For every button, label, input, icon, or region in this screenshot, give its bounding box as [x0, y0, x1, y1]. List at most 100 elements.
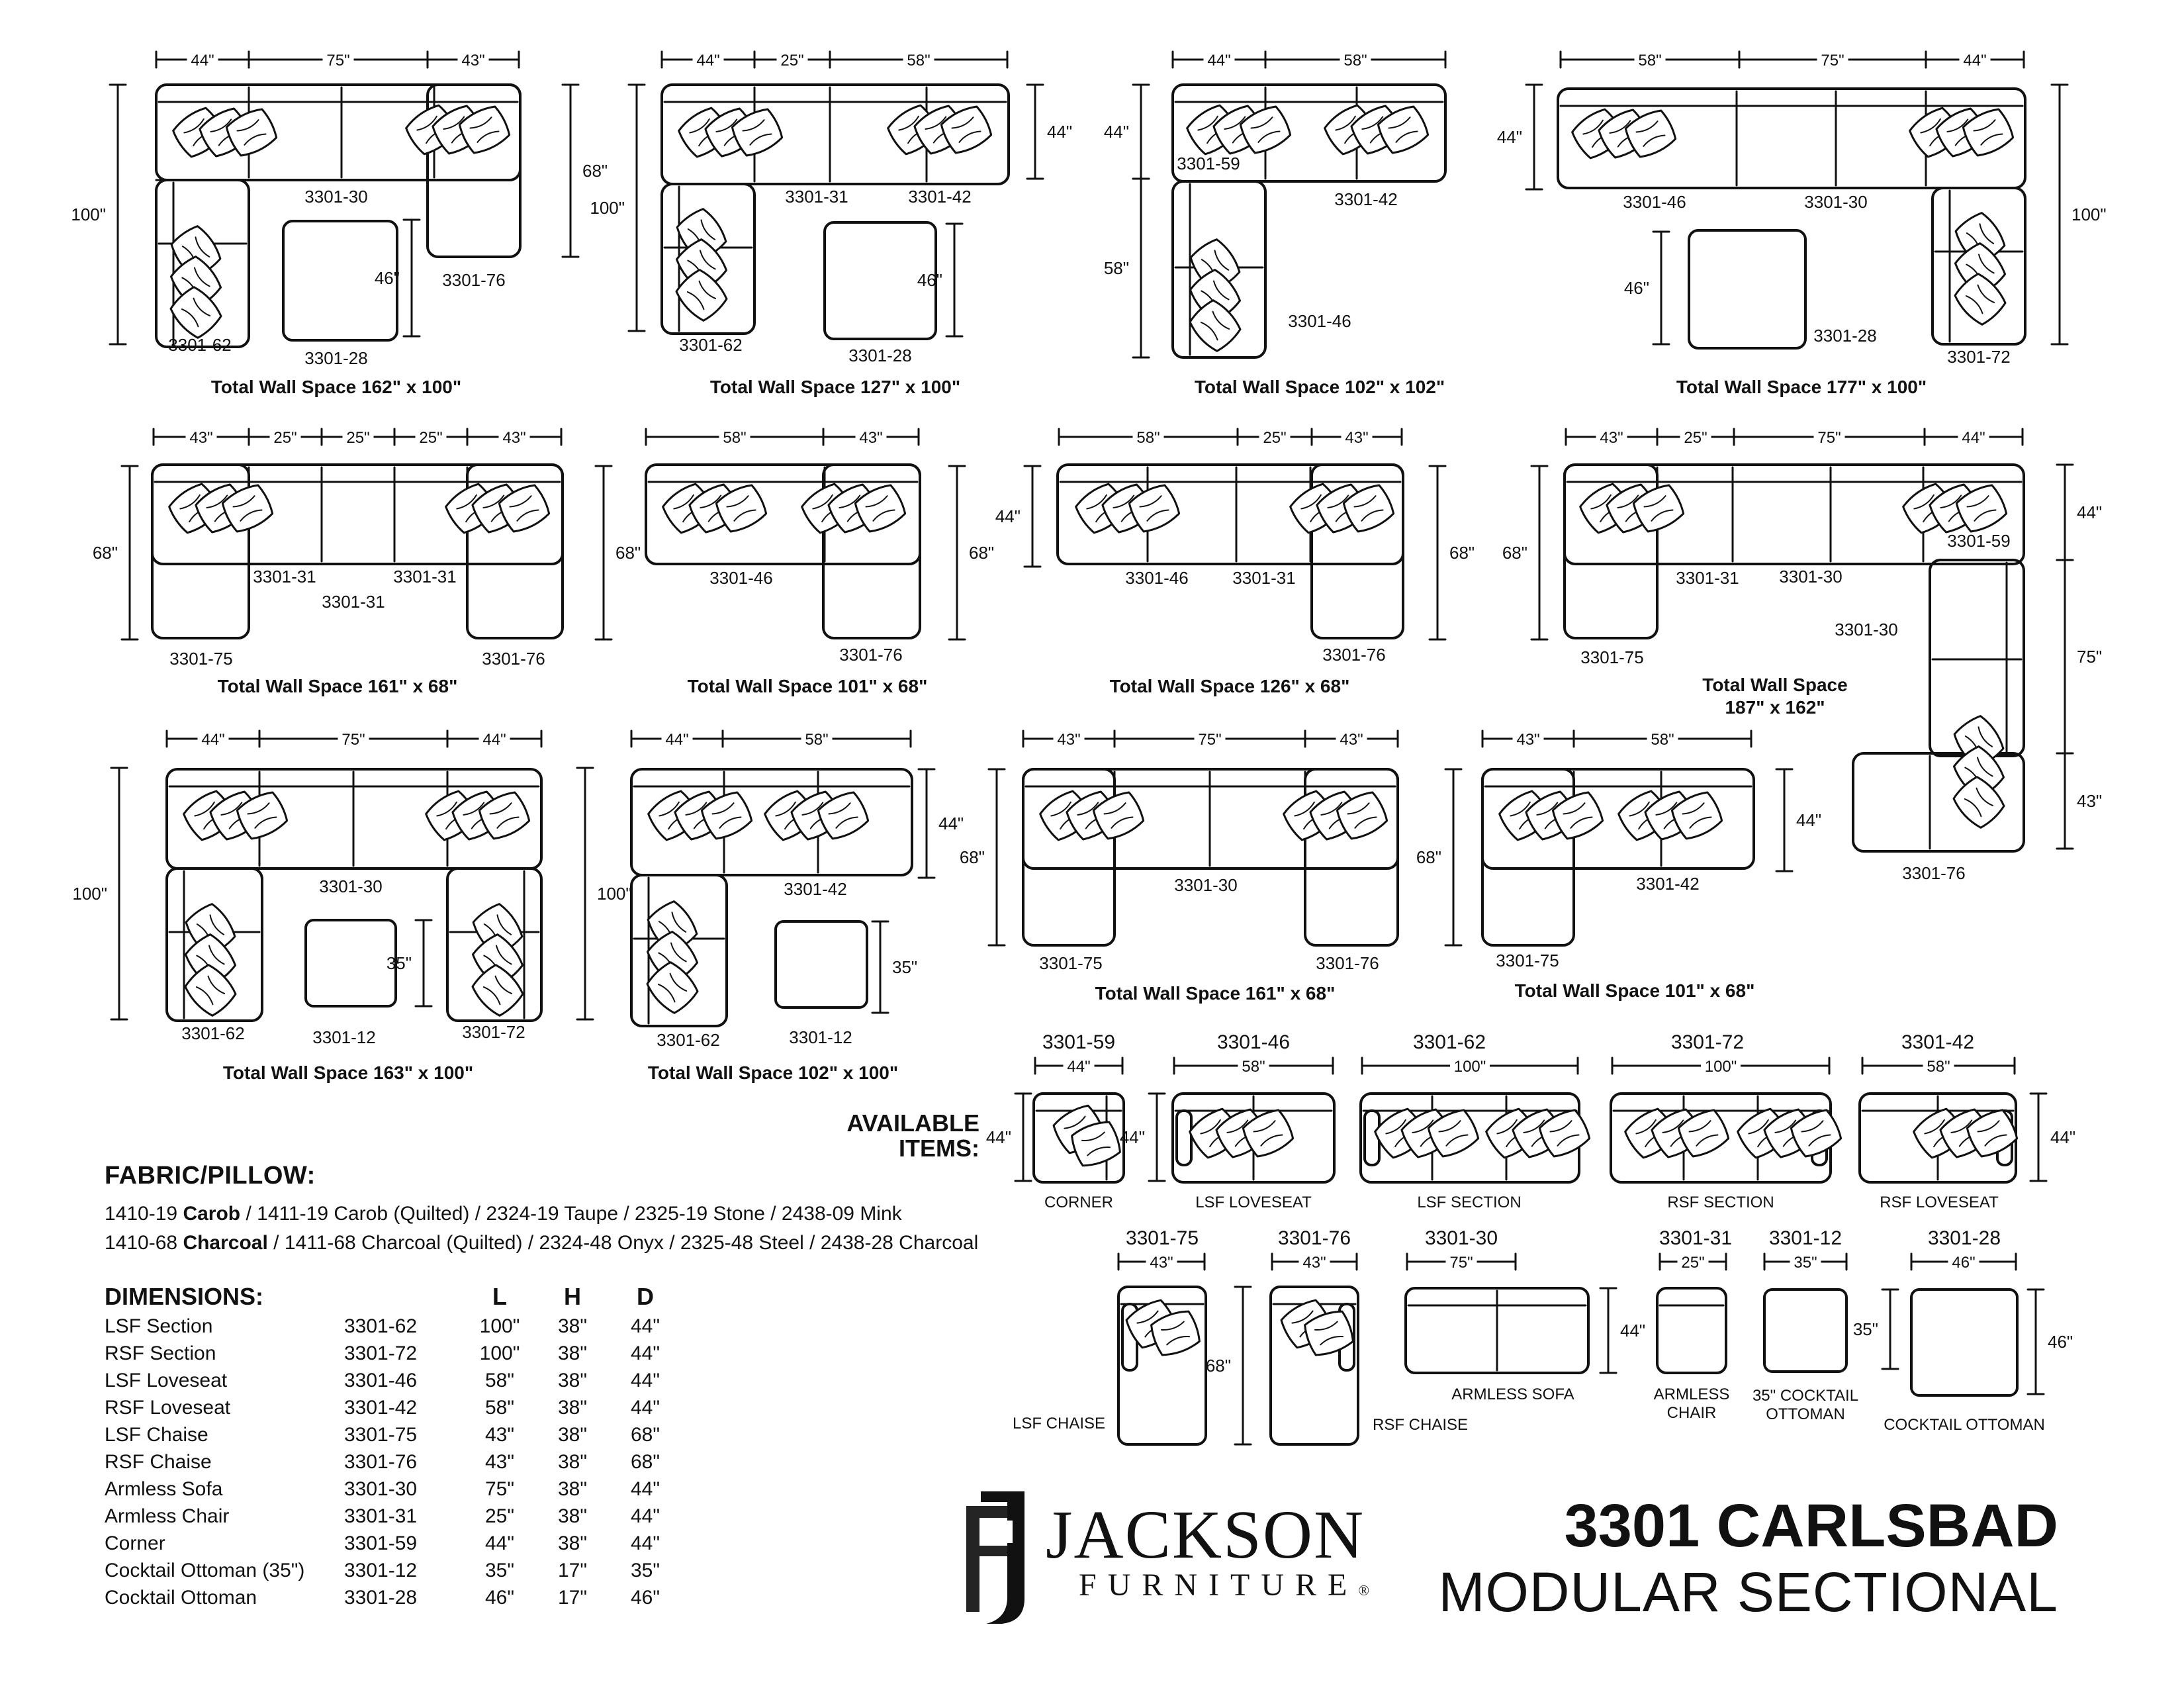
dimensions-heading: DIMENSIONS:	[105, 1283, 264, 1310]
dimension-label: 44"	[1962, 429, 1985, 447]
dimension-label: 35"	[387, 953, 412, 973]
dimensions-item-name: Corner	[105, 1532, 165, 1554]
pillow-seam	[1682, 802, 1712, 829]
dimensions-length: 25"	[484, 1505, 515, 1527]
pillow-icon	[478, 791, 531, 840]
sofa-frame	[155, 179, 250, 348]
dimensions-depth: 46"	[630, 1586, 660, 1609]
pillow-shape	[675, 269, 728, 322]
pillow-shape	[1952, 776, 2005, 829]
dimension-label: 44"	[1963, 52, 1986, 70]
dimension-label: 44"	[1620, 1321, 1645, 1340]
chaise-outline	[151, 463, 250, 639]
dimensions-item-name: LSF Loveseat	[105, 1369, 228, 1391]
pillow-seam	[1103, 802, 1134, 829]
dimensions-length: 100"	[479, 1315, 520, 1337]
dimension-label: 100"	[2071, 205, 2107, 224]
dimensions-depth: 44"	[630, 1342, 660, 1364]
dimension-label: 100"	[1454, 1058, 1486, 1076]
dimension-gap	[187, 49, 218, 69]
dimension-gap	[415, 426, 447, 446]
fabric-code: 1410-68	[105, 1232, 183, 1254]
dimension-gap	[1512, 728, 1544, 748]
module-code-label: 3301-28	[1813, 326, 1876, 346]
pillow-icon	[1955, 484, 2008, 533]
fabric-options: / 1411-68 Charcoal (Quilted) / 2324-48 O…	[267, 1232, 979, 1254]
module-code-label: 3301-62	[181, 1023, 244, 1043]
sofa-frame	[1171, 1092, 1336, 1184]
dimensions-item-code: 3301-31	[344, 1505, 418, 1527]
item-name: 35" COCKTAIL	[1752, 1387, 1858, 1405]
item-code: 3301-42	[1901, 1031, 1974, 1053]
dimension-label: 68"	[1449, 543, 1475, 563]
pillow-icon	[184, 964, 237, 1017]
dimension-label: 68"	[615, 543, 641, 563]
pillow-icon	[1962, 108, 2015, 157]
item-code: 3301-76	[1278, 1227, 1351, 1249]
dimension-gap	[322, 49, 354, 69]
dimension-gap	[1923, 1055, 1954, 1075]
pillow-icon	[498, 484, 551, 533]
dimension-gap	[1680, 426, 1711, 446]
registered-mark: ®	[1358, 1582, 1370, 1599]
dimension-label: 68"	[960, 847, 985, 867]
pillow-icon	[458, 105, 511, 154]
fabric-heading: FABRIC/PILLOW:	[105, 1162, 316, 1190]
fabric-name: Charcoal	[183, 1232, 268, 1254]
dimension-gap	[661, 728, 693, 748]
fabric-name: Carob	[183, 1203, 241, 1225]
dimensions-height: 38"	[557, 1342, 588, 1364]
dimension-label: 58"	[805, 731, 828, 749]
pillow-seam	[1438, 1120, 1469, 1147]
sofa-frame	[446, 867, 543, 1022]
total-wall-space: Total Wall Space 101" x 68"	[1515, 980, 1755, 1001]
pillow-shape	[1071, 1121, 1121, 1167]
dimensions-depth: 44"	[630, 1477, 660, 1500]
item-name: RSF LOVESEAT	[1880, 1194, 1999, 1211]
dimension-label: 100"	[71, 205, 106, 224]
ottoman-outline	[774, 920, 868, 1009]
pillow-shape	[700, 791, 753, 840]
pillow-seam	[1688, 1120, 1719, 1147]
total-wall-space: Total Wall Space 162" x 100"	[211, 377, 461, 397]
pillow-icon	[700, 791, 753, 840]
pillow-shape	[646, 961, 699, 1014]
dimension-gap	[692, 49, 724, 69]
dimension-label: 68"	[1502, 543, 1527, 563]
module-code-label: 3301-59	[1177, 154, 1240, 173]
pillow-shape	[854, 484, 907, 533]
dimension-label: 43"	[1600, 429, 1623, 447]
arm-outline	[1175, 1109, 1193, 1166]
dimensions-height: 38"	[557, 1396, 588, 1419]
dimension-gap	[1677, 1251, 1709, 1271]
pillow-icon	[675, 269, 728, 322]
item-code: 3301-28	[1928, 1227, 2001, 1249]
pillow-icon	[1342, 484, 1395, 533]
dimension-label: 44"	[665, 731, 688, 749]
total-wall-space: Total Wall Space	[1702, 675, 1847, 695]
pillow-shape	[715, 484, 768, 533]
pillow-icon	[236, 791, 289, 840]
pillow-shape	[458, 105, 511, 154]
dimensions-depth: 44"	[630, 1532, 660, 1554]
module-code-label: 3301-76	[442, 270, 505, 290]
module-code-label: 3301-30	[1779, 567, 1842, 586]
dimension-gap	[1259, 426, 1291, 446]
module-code-label: 3301-59	[1947, 531, 2010, 551]
dimensions-height: 38"	[557, 1369, 588, 1391]
dimension-label: 25"	[1684, 429, 1707, 447]
dimensions-depth-header: D	[637, 1283, 654, 1310]
dimension-label: 68"	[1206, 1356, 1231, 1376]
dimension-gap	[1959, 49, 1991, 69]
dimension-gap	[1813, 426, 1845, 446]
item-code: 3301-12	[1769, 1227, 1842, 1249]
pillow-icon	[1336, 791, 1388, 840]
item-name: ARMLESS	[1654, 1385, 1730, 1403]
dimension-label: 58"	[1104, 258, 1129, 278]
brand-name: JACKSON	[1046, 1497, 1365, 1573]
dimension-label: 100"	[1705, 1058, 1737, 1076]
item-name: OTTOMAN	[1766, 1405, 1845, 1423]
